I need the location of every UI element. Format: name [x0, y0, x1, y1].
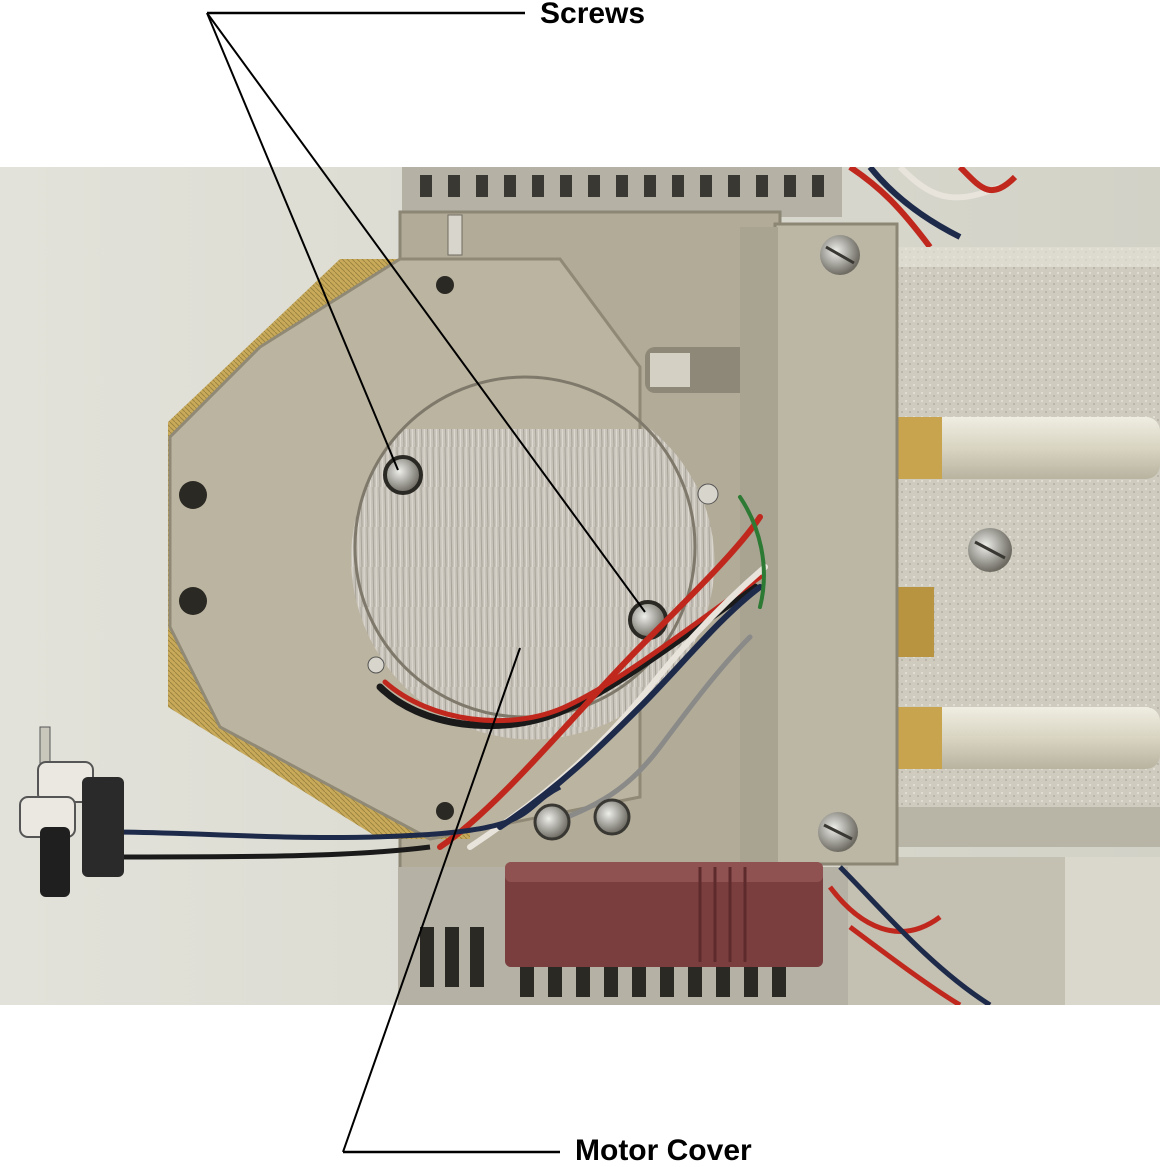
motor-cover-screw: [628, 600, 668, 640]
photo: [0, 167, 1160, 1005]
terminal-screw: [533, 803, 571, 841]
motor-cover-label: Motor Cover: [575, 1134, 752, 1167]
screws-label: Screws: [540, 0, 646, 30]
plate-hole: [436, 276, 454, 294]
side-bracket: [773, 222, 899, 866]
plate-hole: [179, 481, 207, 509]
plate-hole: [179, 587, 207, 615]
upper-tube: [900, 417, 1160, 479]
motor-cover-screw: [383, 455, 423, 495]
upper-brass-fitting: [898, 417, 942, 479]
terminal-screw: [593, 798, 631, 836]
top-wires: [848, 167, 1018, 249]
plate-hole: [436, 802, 454, 820]
lower-tube: [900, 707, 1160, 769]
lower-brass-fitting: [898, 707, 942, 769]
